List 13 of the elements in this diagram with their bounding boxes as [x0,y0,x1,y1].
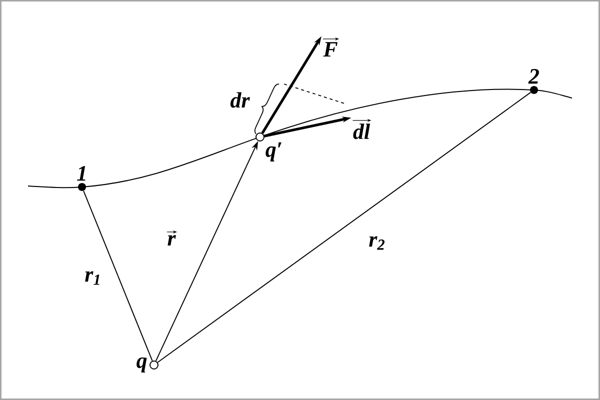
node-label: 1 [77,166,86,181]
node-label: q′ [266,142,282,162]
line [157,92,532,363]
line [83,190,153,362]
edge-label: r$_{2}$ [369,236,385,250]
point: 2 [528,69,539,94]
edge-label: r$_{1}$ [85,271,100,285]
label: dr [230,92,250,108]
point: 1 [77,166,86,191]
charge-point: q [136,357,158,373]
node-label: 2 [528,69,539,84]
node-label: q [136,357,147,373]
charge-point: q′ [256,132,282,162]
